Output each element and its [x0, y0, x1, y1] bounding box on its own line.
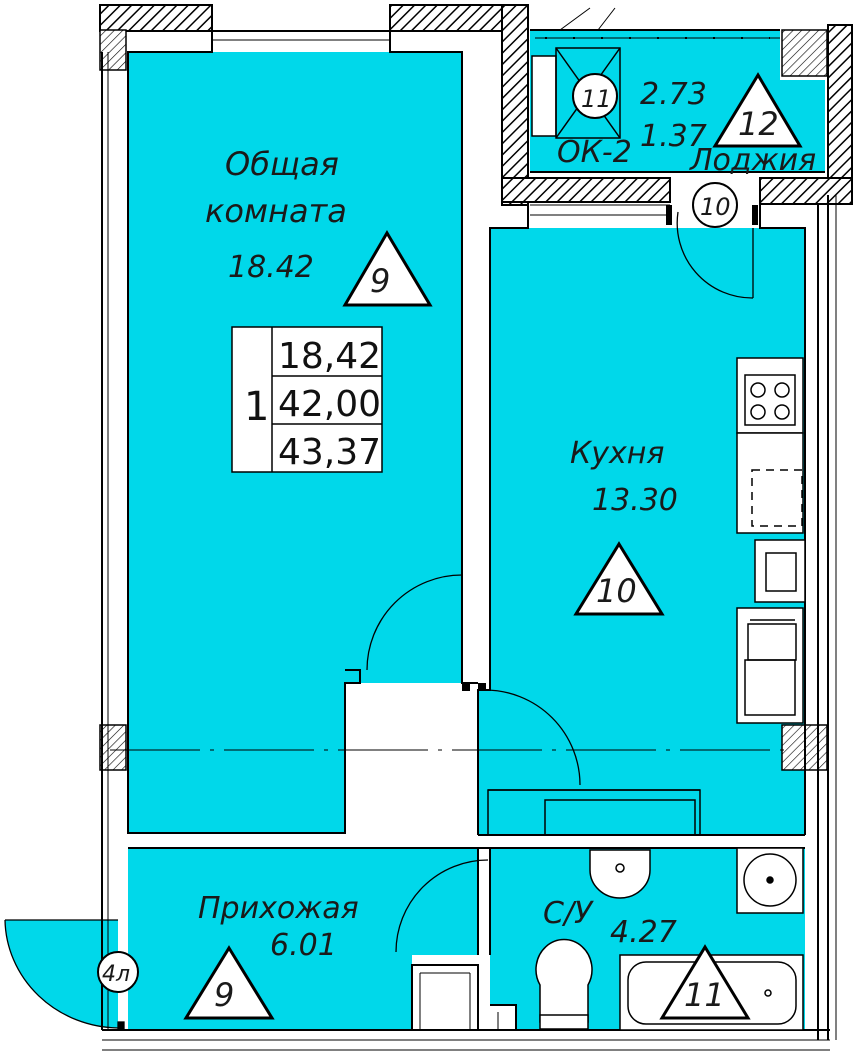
column-loggia: [781, 29, 828, 77]
stove: [736, 357, 804, 434]
loggia-finish-triangle: [712, 72, 803, 148]
loggia-finish-number: 12: [738, 105, 779, 143]
kitchen-finish-triangle: [573, 541, 665, 616]
living-room-name-1: Общая: [225, 145, 339, 183]
kitchen-name: Кухня: [570, 436, 664, 471]
kitchen-sink: [736, 607, 804, 724]
countertop: [736, 432, 804, 534]
living-room-door: [366, 574, 463, 671]
loggia-area-b: 1.37: [640, 119, 707, 154]
toilet: [535, 938, 593, 1023]
finish-markers: [183, 72, 803, 1020]
entrance-door: [4, 919, 119, 1029]
kitchen-door-marker-label: 10: [700, 193, 731, 221]
hall-area: 6.01: [270, 928, 337, 963]
doors: [4, 205, 758, 1031]
kitchen-loggia-door: [676, 211, 754, 299]
loggia-window-marker-label: 11: [581, 85, 612, 113]
kitchen-living-door: [484, 689, 581, 786]
bath-area: 4.27: [610, 915, 677, 950]
kitchen-door-marker: [692, 182, 738, 228]
hall-finish-triangle: [183, 945, 275, 1020]
top-wall-left: [99, 4, 213, 32]
loggia-area-a: 2.73: [640, 77, 707, 112]
loggia-window-marker: [572, 73, 618, 119]
living-area-value: 18,42: [278, 336, 381, 377]
living-finish-number: 9: [370, 262, 390, 300]
loggia-window: [531, 7, 770, 139]
loggia-left-wall: [501, 4, 529, 206]
left-wall-stub-top: [99, 29, 127, 71]
kitchen-finish-number: 10: [596, 572, 637, 610]
loggia-bottom-wall: [501, 177, 671, 203]
wall-outlines: [101, 29, 837, 1051]
room-labels: Общая комната 18.42 Кухня 13.30 Прихожая…: [198, 77, 816, 963]
hall-name: Прихожая: [198, 891, 359, 926]
total-area-value: 42,00: [278, 384, 381, 425]
circle-markers: [97, 73, 738, 993]
washbasin: [589, 849, 651, 899]
living-room-area: 18.42: [228, 250, 314, 285]
loggia-window-code: ОК-2: [557, 135, 632, 170]
entrance-marker-label: 4л: [102, 962, 130, 987]
kitchen-area: 13.30: [592, 483, 678, 518]
hall-finish-number: 9: [214, 976, 234, 1014]
loggia-name: Лоджия: [689, 143, 816, 178]
right-wall-bottom: [759, 177, 853, 205]
rooms-count: 1: [244, 384, 269, 430]
bath-name: С/У: [543, 896, 594, 931]
kitchen-equipment: [487, 357, 806, 836]
entrance-marker: [97, 951, 139, 993]
bathroom-door: [395, 859, 489, 953]
bath-finish-number: 11: [684, 976, 725, 1014]
finish-marker-labels: 9 10 9 11 12: [214, 105, 779, 1014]
kitchen-area: [478, 228, 805, 835]
entrance-door-swing-area: [5, 920, 118, 1028]
apartment-area-table: 1 18,42 42,00 43,37: [231, 326, 383, 473]
loggia-right-wall: [827, 24, 853, 196]
living-room-name-2: комната: [205, 192, 347, 230]
left-wall-stub-mid: [99, 724, 127, 771]
living-finish-triangle: [342, 230, 433, 307]
bath-finish-triangle: [659, 944, 751, 1020]
total-with-loggia-value: 43,37: [278, 432, 381, 473]
fridge: [754, 539, 806, 603]
